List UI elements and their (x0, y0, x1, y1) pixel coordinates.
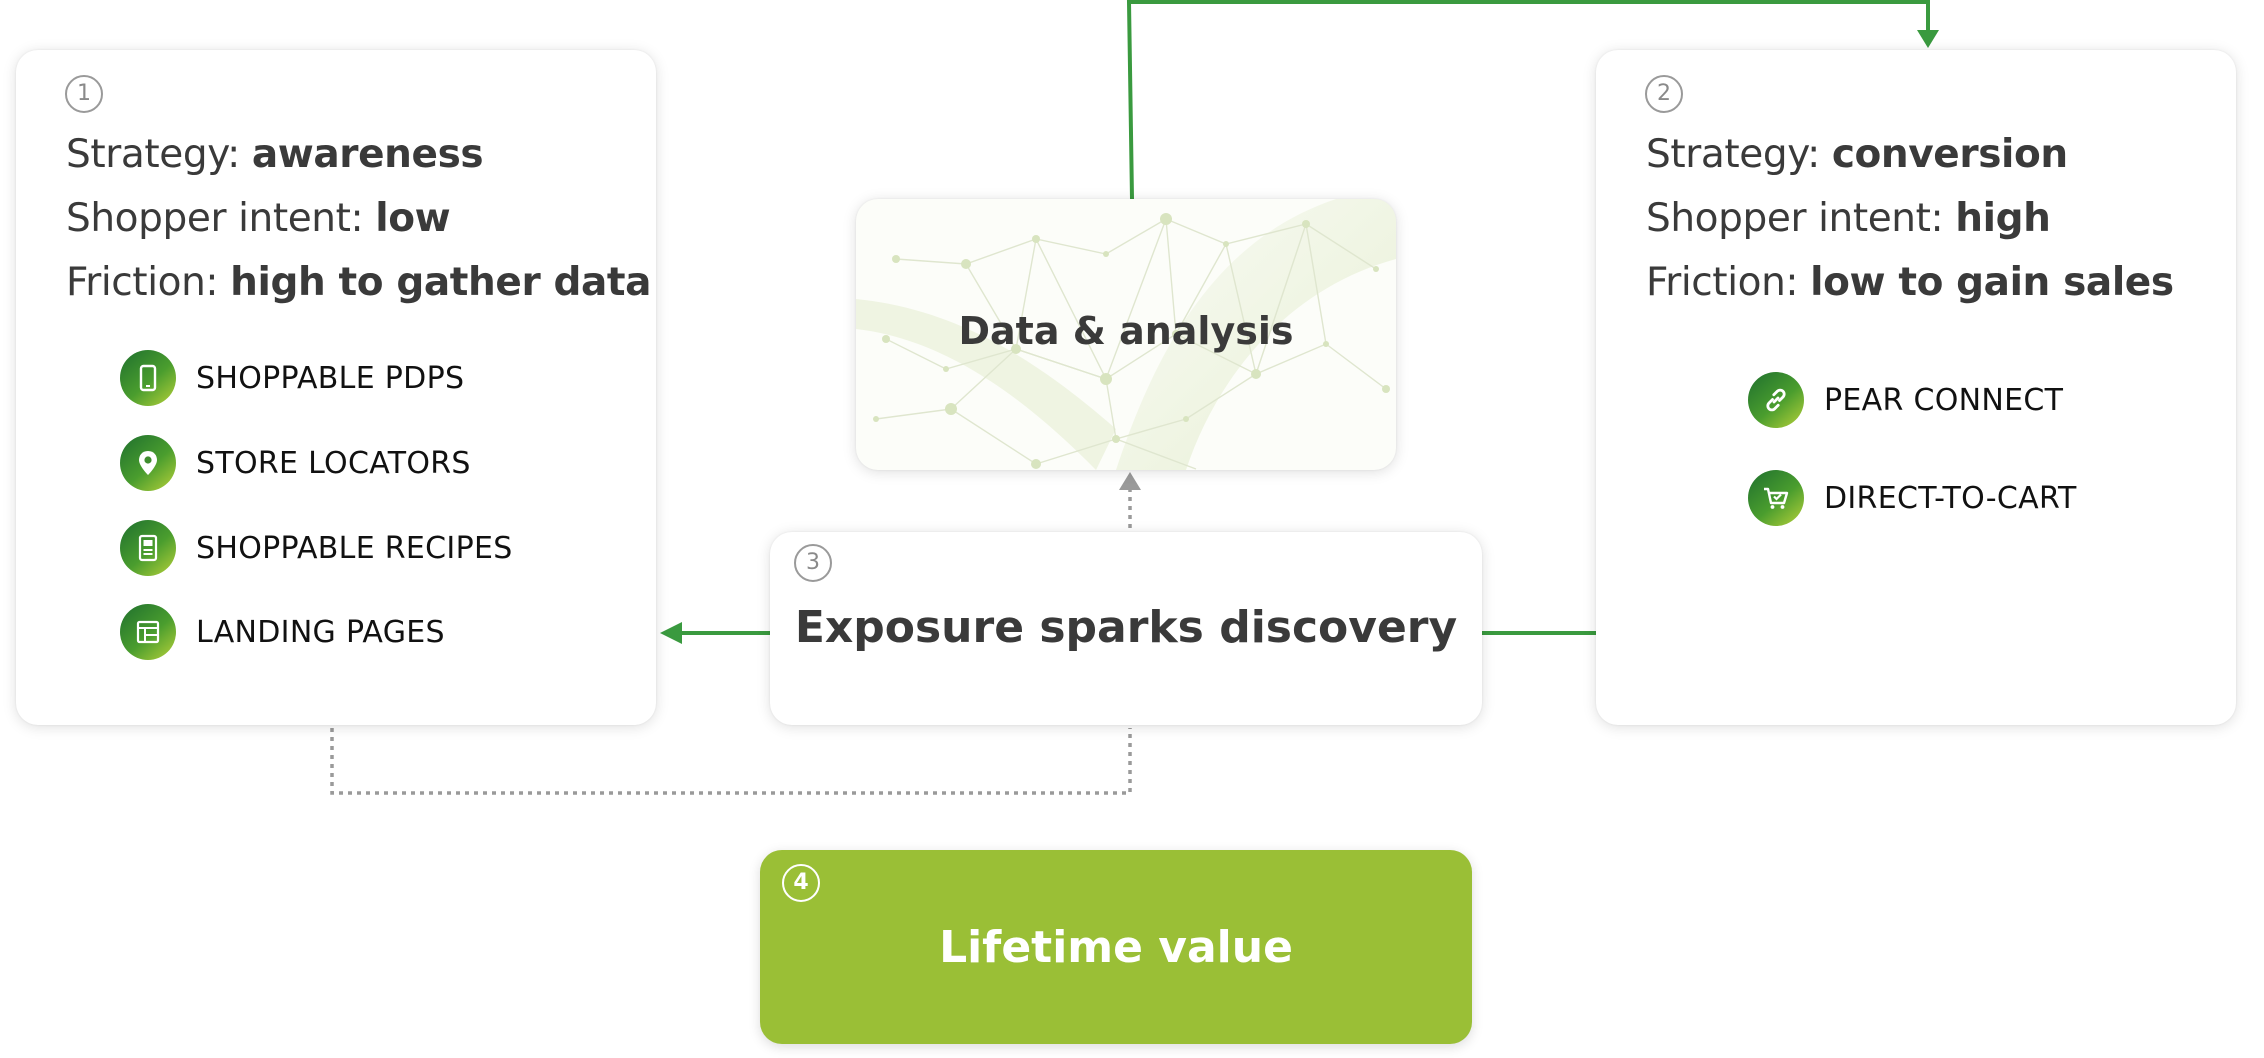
list-item-shoppable-pdps: SHOPPABLE PDPS (120, 350, 464, 406)
intent-line: Shopper intent: low (66, 196, 451, 241)
lifetime-value-title: Lifetime value (939, 922, 1293, 973)
arrow-head-awareness (660, 622, 682, 644)
grid-layout-icon (120, 604, 176, 660)
strategy-line: Strategy: conversion (1646, 132, 2068, 177)
discovery-card: 3 Exposure sparks discovery (770, 532, 1482, 725)
map-pin-icon (120, 435, 176, 491)
step-number-1: 1 (65, 75, 103, 113)
step-number-4: 4 (782, 864, 820, 902)
recipe-document-icon (120, 520, 176, 576)
arrow-data-to-conversion (1126, 0, 1930, 200)
data-analysis-box: Data & analysis (856, 199, 1396, 470)
conversion-card: 2 Strategy: conversion Shopper intent: h… (1596, 50, 2236, 725)
arrow-head-conversion (1917, 30, 1939, 48)
friction-line: Friction: low to gain sales (1646, 260, 2174, 305)
list-item-store-locators: STORE LOCATORS (120, 435, 471, 491)
dotted-arrow-head-data (1119, 472, 1141, 490)
discovery-title: Exposure sparks discovery (794, 602, 1458, 653)
list-item-direct-to-cart: DIRECT-TO-CART (1748, 470, 2077, 526)
list-item-pear-connect: PEAR CONNECT (1748, 372, 2063, 428)
list-item-shoppable-recipes: SHOPPABLE RECIPES (120, 520, 513, 576)
friction-line: Friction: high to gather data (66, 260, 652, 305)
lifetime-value-card: 4 Lifetime value (760, 850, 1472, 1044)
intent-line: Shopper intent: high (1646, 196, 2051, 241)
tablet-icon (120, 350, 176, 406)
list-item-landing-pages: LANDING PAGES (120, 604, 445, 660)
cart-icon (1748, 470, 1804, 526)
strategy-line: Strategy: awareness (66, 132, 484, 177)
step-number-2: 2 (1645, 75, 1683, 113)
awareness-card: 1 Strategy: awareness Shopper intent: lo… (16, 50, 656, 725)
step-number-3: 3 (794, 544, 832, 582)
data-analysis-title: Data & analysis (958, 309, 1294, 353)
network-background-graphic (856, 199, 1396, 470)
dotted-awareness-to-discovery (330, 728, 1132, 795)
link-icon (1748, 372, 1804, 428)
